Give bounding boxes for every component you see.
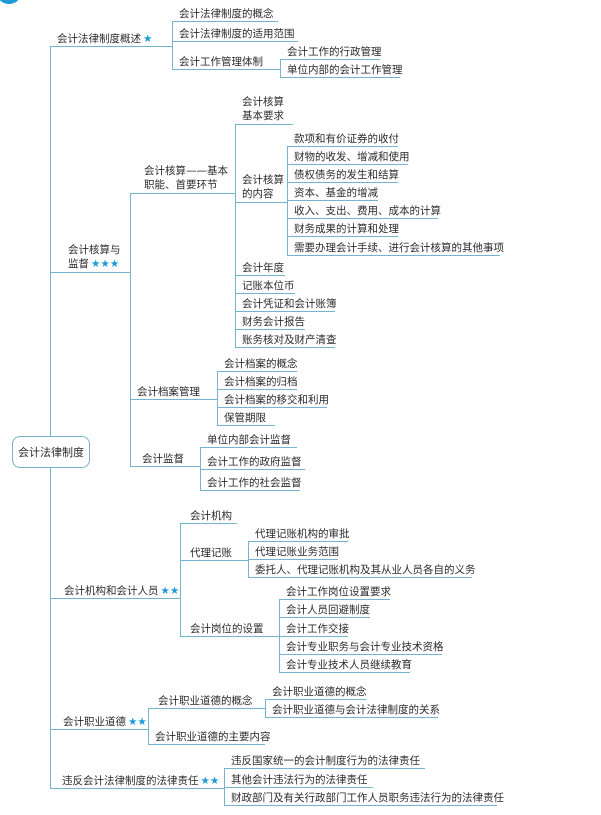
branch-professional-ethics[interactable]: 会计职业道德★★: [50, 715, 148, 730]
branch-accounting-supervision[interactable]: 会计核算与监督★★★: [50, 242, 130, 273]
node[interactable]: 会计职业道德的概念: [148, 694, 265, 709]
decorative-circle-icon: [0, 0, 22, 4]
node[interactable]: 会计凭证和会计账簿: [235, 297, 337, 312]
connector: [180, 524, 181, 637]
node[interactable]: 代理记账业务范围: [248, 545, 339, 560]
node[interactable]: 会计档案的归档: [217, 375, 298, 390]
star-icon: ★★: [128, 716, 147, 728]
node[interactable]: 会计工作的社会监督: [200, 476, 302, 491]
node[interactable]: 会计档案的移交和利用: [217, 393, 329, 408]
node[interactable]: 会计核算的内容: [235, 172, 287, 203]
node[interactable]: 违反国家统一的会计制度行为的法律责任: [224, 754, 425, 769]
node[interactable]: 单位内部的会计工作管理: [280, 63, 403, 78]
node[interactable]: 会计核算——基本职能、首要环节: [130, 163, 235, 194]
node[interactable]: 会计监督: [130, 452, 200, 467]
node[interactable]: 会计工作的行政管理: [280, 45, 382, 60]
node[interactable]: 会计岗位的设置: [180, 622, 279, 637]
star-icon: ★★★: [91, 258, 120, 270]
node[interactable]: 债权债务的发生和结算: [287, 168, 399, 183]
node[interactable]: 委托人、代理记账机构及其从业人员各自的义务: [248, 563, 476, 578]
node[interactable]: 会计专业职务与会计专业技术资格: [279, 640, 444, 655]
node[interactable]: 会计工作的政府监督: [200, 455, 305, 470]
node[interactable]: 会计工作管理体制: [172, 55, 280, 70]
connector: [217, 372, 218, 426]
node[interactable]: 会计法律制度的概念: [172, 7, 278, 22]
node[interactable]: 财务成果的计算和处理: [287, 222, 399, 237]
node[interactable]: 资本、基金的增减: [287, 186, 378, 201]
node[interactable]: 收入、支出、费用、成本的计算: [287, 204, 441, 219]
branch-label: 会计职业道德: [63, 716, 126, 728]
node[interactable]: 会计机构: [180, 509, 237, 524]
branch-label: 违反会计法律制度的法律责任: [62, 775, 199, 787]
connector: [265, 700, 266, 718]
branch-overview[interactable]: 会计法律制度概述★: [50, 32, 172, 47]
node[interactable]: 会计工作交接: [279, 622, 349, 637]
connector: [287, 147, 288, 256]
connector: [235, 124, 236, 348]
star-icon: ★★: [160, 585, 180, 597]
star-icon: ★: [143, 33, 153, 45]
node[interactable]: 单位内部会计监督: [200, 433, 297, 448]
node[interactable]: 会计法律制度的适用范围: [172, 27, 298, 42]
node[interactable]: 财务会计报告: [235, 315, 305, 330]
node[interactable]: 代理记账: [180, 546, 248, 561]
node[interactable]: 财政部门及有关行政部门工作人员职务违法行为的法律责任: [224, 791, 504, 806]
branch-label: 会计法律制度概述: [57, 33, 141, 45]
star-icon: ★★: [200, 775, 220, 787]
node[interactable]: 会计档案的概念: [217, 357, 298, 372]
node[interactable]: 会计工作岗位设置要求: [279, 585, 391, 600]
node[interactable]: 会计职业道德的主要内容: [148, 730, 271, 745]
node[interactable]: 保管期限: [217, 411, 275, 426]
branch-legal-liability[interactable]: 违反会计法律制度的法律责任★★: [50, 774, 224, 789]
branch-institutions-personnel[interactable]: 会计机构和会计人员★★: [50, 584, 180, 599]
root-node[interactable]: 会计法律制度: [12, 436, 90, 468]
connector: [248, 542, 249, 578]
branch-label: 会计机构和会计人员: [64, 585, 159, 597]
node[interactable]: 会计档案管理: [130, 385, 217, 400]
node[interactable]: 记账本位币: [235, 279, 295, 294]
node[interactable]: 需要办理会计手续、进行会计核算的其他事项: [287, 241, 504, 256]
node[interactable]: 会计专业技术人员继续教育: [279, 658, 412, 673]
connector: [148, 709, 149, 745]
connector: [172, 22, 173, 70]
node[interactable]: 会计职业道德与会计法律制度的关系: [265, 703, 440, 718]
connector: [130, 193, 131, 467]
connector: [280, 60, 281, 78]
node[interactable]: 其他会计违法行为的法律责任: [224, 773, 373, 788]
node[interactable]: 会计年度: [235, 261, 285, 276]
node[interactable]: 会计核算基本要求: [235, 94, 293, 125]
node[interactable]: 财物的收发、增减和使用: [287, 150, 410, 165]
node[interactable]: 会计职业道德的概念: [265, 685, 367, 700]
node[interactable]: 代理记账机构的审批: [248, 527, 350, 542]
node[interactable]: 会计人员回避制度: [279, 603, 370, 618]
branch-label: 会计核算与监督: [68, 244, 121, 270]
main-connector: [50, 47, 51, 789]
node[interactable]: 账务核对及财产清查: [235, 333, 337, 348]
node[interactable]: 款项和有价证券的收付: [287, 132, 399, 147]
